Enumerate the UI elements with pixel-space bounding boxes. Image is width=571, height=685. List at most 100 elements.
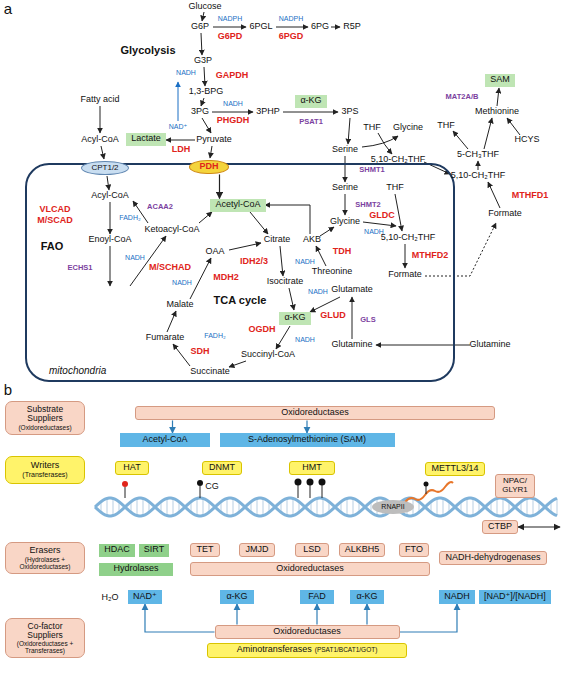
enzyme-box: NADH-dehydrogenases bbox=[439, 551, 546, 566]
metabolite-label: G3P bbox=[194, 56, 212, 66]
enzyme-box: FTO bbox=[399, 543, 429, 558]
reaction-arrow bbox=[110, 246, 111, 286]
metabolite-label: Glucose bbox=[188, 2, 221, 12]
transferase-box: Aminotransferases(PSAT1/BCAT1/GOT) bbox=[207, 643, 407, 658]
metabolite-label: 5,10-CH₂THF bbox=[451, 171, 506, 181]
metabolite-label: G6P bbox=[191, 22, 209, 32]
node-text: (Transferases) bbox=[22, 471, 67, 479]
metabolite-label: Succinyl-CoA bbox=[241, 350, 295, 360]
enzyme-label: GLS bbox=[360, 316, 375, 324]
node-text: NAD⁺ bbox=[133, 592, 157, 602]
metabolite-label: Threonine bbox=[312, 267, 353, 277]
node-text: (Oxidoreductases + Transferases) bbox=[9, 640, 81, 654]
enzyme-label: ACAA2 bbox=[147, 203, 173, 211]
metabolite-label: Acyl-CoA bbox=[81, 135, 119, 145]
reaction-arrow bbox=[352, 297, 353, 339]
metabolite-label: Formate bbox=[488, 209, 522, 219]
node-text: JMJD bbox=[246, 545, 269, 555]
metabolite-box: Lactate bbox=[126, 133, 166, 146]
transferase-box: DNMT bbox=[202, 461, 242, 476]
node-text: Acetyl-CoA bbox=[142, 435, 187, 445]
metabolite-label: THF bbox=[363, 123, 381, 133]
reaction-arrow bbox=[405, 244, 406, 268]
node-text: Acetyl-CoA bbox=[215, 200, 260, 210]
enzyme-box: Substrate Suppliers(Oxidoreductases) bbox=[5, 401, 85, 435]
reaction-arrow bbox=[376, 345, 470, 346]
cofactor-label: NADH bbox=[125, 254, 145, 262]
helix-rung bbox=[173, 498, 174, 515]
node-text: CTBP bbox=[488, 522, 512, 532]
metabolite-label: THF bbox=[437, 121, 455, 131]
enzyme-label: SHMT1 bbox=[359, 166, 384, 174]
reaction-arrow bbox=[190, 258, 211, 299]
hydrolase-box: SIRT bbox=[139, 544, 169, 557]
metabolite-label: Succinate bbox=[190, 367, 230, 377]
reaction-arrow bbox=[202, 118, 211, 133]
reaction-arrow bbox=[229, 243, 261, 250]
connector bbox=[236, 604, 237, 625]
transferase-box: Writers(Transferases) bbox=[5, 456, 85, 484]
enzyme-box: Oxidoreductases bbox=[135, 406, 495, 421]
node-text: Writers bbox=[31, 461, 59, 471]
node-text: TET bbox=[197, 545, 214, 555]
metabolite-label: OAA bbox=[205, 247, 224, 257]
reaction-arrow bbox=[395, 194, 402, 231]
metabolite-box: SAM bbox=[485, 74, 515, 87]
connector bbox=[172, 420, 173, 433]
metabolite-label: 5,10-CH₂THF bbox=[381, 233, 436, 243]
cofactor-box: S-Adenosylmethionine (SAM) bbox=[220, 433, 395, 447]
reaction-arrow bbox=[250, 212, 268, 234]
node-text: ALKBH5 bbox=[345, 545, 380, 555]
enzyme-label: 6PGD bbox=[279, 32, 304, 42]
helix-strand bbox=[95, 498, 557, 516]
node-text: Oxidoreductases bbox=[281, 408, 349, 418]
cofactor-label: FADH₂ bbox=[119, 214, 140, 222]
helix-rung bbox=[227, 498, 228, 515]
reaction-arrow bbox=[316, 246, 326, 266]
enzyme-box: ALKBH5 bbox=[339, 543, 386, 558]
enzyme-label: M/SCAD bbox=[37, 216, 73, 226]
metabolite-label: 6PGL bbox=[249, 22, 272, 32]
enzyme-label: GLDC bbox=[369, 211, 395, 221]
node-text: RNAPII bbox=[381, 503, 404, 511]
metabolite-label: Fumarate bbox=[146, 333, 185, 343]
reaction-arrow bbox=[212, 112, 253, 113]
helix-rung bbox=[443, 498, 444, 515]
mark-stick bbox=[298, 485, 299, 498]
helix-rung bbox=[533, 498, 534, 515]
cofactor-label: NADH bbox=[172, 279, 192, 287]
helix-rung bbox=[143, 498, 144, 515]
node-text: Oxidoreductases bbox=[276, 564, 344, 574]
cofactor-label: NADH bbox=[295, 336, 315, 344]
transporter-ellipse: CPT1/2 bbox=[81, 161, 128, 175]
panel-letter: b bbox=[4, 382, 12, 399]
cofactor-label: NADH bbox=[295, 258, 315, 266]
cofactor-label: NADPH bbox=[279, 15, 304, 23]
reaction-arrow bbox=[213, 27, 246, 28]
enzyme-label: SDH bbox=[190, 347, 209, 357]
reaction-arrow bbox=[310, 297, 340, 312]
connector bbox=[366, 604, 367, 625]
enzyme-label: PSAT1 bbox=[299, 118, 323, 126]
metabolite-label: Citrate bbox=[264, 235, 291, 245]
reaction-arrow bbox=[110, 202, 111, 234]
enzyme-label: ECHS1 bbox=[67, 264, 92, 272]
node-text: PDH bbox=[199, 162, 218, 172]
reaction-arrow bbox=[331, 27, 340, 28]
metabolite-label: AKB bbox=[303, 235, 321, 245]
helix-rung bbox=[203, 498, 204, 515]
node-text: NPAC/ GLYR1 bbox=[500, 477, 530, 495]
enzyme-label: SHMT2 bbox=[355, 201, 380, 209]
helix-rung bbox=[557, 498, 558, 515]
metabolite-label: Fatty acid bbox=[80, 95, 119, 105]
helix-rung bbox=[263, 498, 264, 515]
section-heading: TCA cycle bbox=[214, 294, 267, 306]
node-text: LSD bbox=[303, 545, 321, 555]
node-text: α-KG bbox=[300, 96, 321, 106]
node-text: α-KG bbox=[226, 592, 247, 602]
helix-rung bbox=[167, 498, 168, 515]
enzyme-label: IDH2/3 bbox=[240, 257, 268, 267]
reaction-arrow bbox=[320, 227, 334, 236]
